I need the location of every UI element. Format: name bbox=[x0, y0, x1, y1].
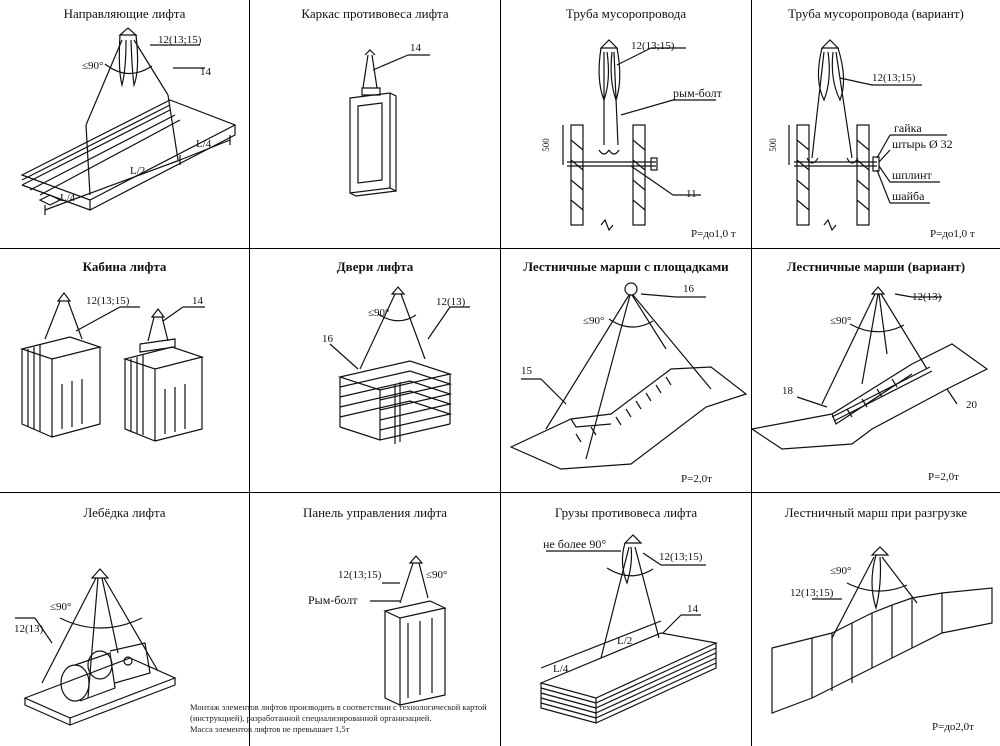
grid-line-v2 bbox=[500, 0, 501, 746]
eyebolt-label: Рым-болт bbox=[308, 593, 358, 607]
sling-label: 12(13;15) bbox=[659, 551, 703, 563]
part-number-label: 11 bbox=[686, 188, 697, 200]
cell-title: Панель управления лифта bbox=[302, 505, 448, 520]
cell-cabin: Кабина лифта bbox=[0, 249, 249, 492]
sling-label: 12(13;15) bbox=[872, 72, 916, 84]
load-label: P=до1,0 т bbox=[930, 228, 975, 240]
cell-counterweights: Грузы противовеса лифта не более 90° bbox=[501, 493, 751, 746]
cell-title: Труба мусоропровода bbox=[565, 6, 687, 21]
cell-control-panel: Панель управления лифта 12(13;15) ≤90° Р… bbox=[250, 493, 500, 746]
cell-title: Лестничные марши с площадками bbox=[523, 259, 729, 274]
cell-title: Лебёдка лифта bbox=[83, 505, 166, 520]
doors-illustration bbox=[329, 286, 470, 444]
dimension-l4-left: L/4 bbox=[60, 192, 76, 204]
cell-stair-unloading: Лестничный марш при разгрузке ≤90° 12(13… bbox=[752, 493, 1000, 746]
sling-label: 12(13) bbox=[436, 296, 466, 308]
winch-illustration bbox=[15, 568, 177, 726]
part-number-label: 16 bbox=[322, 333, 333, 345]
stairs-variant-illustration bbox=[752, 286, 989, 450]
eyebolt-label: рым-болт bbox=[673, 86, 722, 100]
part-number-label: 14 bbox=[687, 603, 698, 615]
note-line-1: Монтаж элементов лифтов производить в со… bbox=[190, 702, 487, 712]
dimension-label: 500 bbox=[767, 138, 778, 152]
cell-title: Двери лифта bbox=[336, 259, 414, 274]
angle-label: ≤90° bbox=[368, 307, 390, 319]
dimension-l4: L/4 bbox=[553, 663, 569, 675]
cell-guides: Направляющие лифта bbox=[0, 0, 249, 248]
dimension-label: 500 bbox=[540, 138, 551, 152]
grid-line-v3 bbox=[751, 0, 752, 746]
load-label: P=2,0т bbox=[681, 473, 712, 485]
dimension-l4-right: L/4 bbox=[196, 138, 212, 150]
sling-label: 12(13;15) bbox=[158, 34, 202, 46]
part-number-label: 15 bbox=[521, 365, 532, 377]
cell-title: Каркас противовеса лифта bbox=[301, 6, 449, 21]
nut-label: гайка bbox=[894, 121, 922, 135]
cell-title: Лестничные марши (вариант) bbox=[786, 259, 966, 274]
chute-pipe-illustration bbox=[562, 39, 716, 232]
load-label: P=до1,0 т bbox=[691, 228, 736, 240]
load-label: P=до2,0т bbox=[932, 721, 974, 733]
counterweights-illustration bbox=[539, 534, 718, 724]
cabin-illustration bbox=[19, 292, 205, 442]
cell-chute-pipe: Труба мусоропровода bbox=[501, 0, 751, 248]
cell-winch: Лебёдка лифта ≤90° 12(13) bbox=[0, 493, 249, 746]
cell-stairs-variant: Лестничные марши (вариант) 12(13) ≤90° bbox=[752, 249, 1000, 492]
grid-line-v1 bbox=[249, 0, 250, 746]
cell-title: Труба мусоропровода (вариант) bbox=[788, 6, 964, 21]
stair-unloading-illustration bbox=[771, 546, 993, 714]
part-number-label: 20 bbox=[966, 399, 977, 411]
angle-label: ≤90° bbox=[426, 569, 448, 581]
part-number-label: 18 bbox=[782, 385, 793, 397]
cell-title: Направляющие лифта bbox=[63, 6, 186, 21]
dimension-l2: L/2 bbox=[130, 165, 146, 177]
control-panel-illustration bbox=[370, 555, 447, 706]
dimension-l2: L/2 bbox=[617, 635, 633, 647]
part-number-label: 14 bbox=[200, 66, 211, 78]
note-line-3: Масса элементов лифтов не превышает 1,5т bbox=[190, 724, 350, 734]
angle-label: ≤90° bbox=[830, 565, 852, 577]
sling-label: 12(13;15) bbox=[790, 587, 834, 599]
cell-chute-pipe-variant: Труба мусоропровода (вариант) bbox=[752, 0, 1000, 248]
cell-stairs-landings: Лестничные марши с площадками 16 ≤90° 15… bbox=[501, 249, 751, 492]
cell-title: Кабина лифта bbox=[82, 259, 167, 274]
counterweight-frame-illustration bbox=[349, 49, 430, 197]
sling-label: 12(13;15) bbox=[338, 569, 382, 581]
cell-counterweight-frame: Каркас противовеса лифта 14 bbox=[250, 0, 500, 248]
angle-label: ≤90° bbox=[50, 601, 72, 613]
note-line-2: (инструкцией), разработанной специализир… bbox=[190, 713, 432, 723]
load-label: P=2,0т bbox=[928, 471, 959, 483]
stairs-landings-illustration bbox=[509, 282, 748, 470]
chute-pipe-variant-illustration bbox=[788, 39, 947, 232]
pin-label: штырь Ø 32 bbox=[892, 137, 953, 151]
installation-note: Монтаж элементов лифтов производить в со… bbox=[190, 702, 520, 735]
sling-label: 12(13) bbox=[14, 623, 44, 635]
part-number-label: 14 bbox=[410, 42, 421, 54]
sling-label: 12(13;15) bbox=[86, 295, 130, 307]
sling-label: 12(13) bbox=[912, 291, 942, 303]
angle-label: ≤90° bbox=[583, 315, 605, 327]
part-number-label: 16 bbox=[683, 283, 694, 295]
washer-label: шайба bbox=[892, 189, 925, 203]
angle-label: ≤90° bbox=[82, 60, 104, 72]
angle-label: ≤90° bbox=[830, 315, 852, 327]
part-number-label: 14 bbox=[192, 295, 203, 307]
sling-label: 12(13;15) bbox=[631, 40, 675, 52]
guides-rigging-illustration bbox=[20, 27, 237, 215]
cell-doors: Двери лифта 12(13) ≤90° 16 bbox=[250, 249, 500, 492]
cotter-pin-label: шплинт bbox=[892, 168, 932, 182]
cell-title: Лестничный марш при разгрузке bbox=[784, 505, 968, 520]
cell-title: Грузы противовеса лифта bbox=[554, 505, 698, 520]
angle-label: не более 90° bbox=[543, 537, 607, 551]
